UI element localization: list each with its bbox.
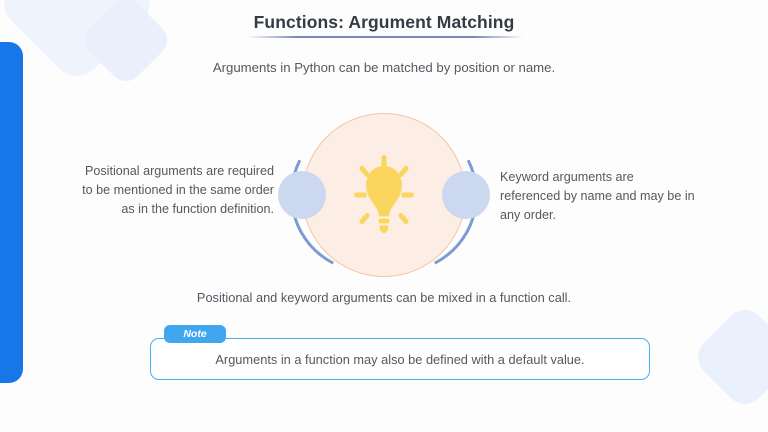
left-accent-bar <box>0 42 23 383</box>
caption-mixed-arguments: Positional and keyword arguments can be … <box>196 290 572 305</box>
caption-positional-arguments: Positional arguments are required to be … <box>82 164 274 216</box>
caption-keyword-arguments: Keyword arguments are referenced by name… <box>500 170 695 222</box>
note-badge: Note <box>164 325 226 343</box>
subtitle-text: Arguments in Python can be matched by po… <box>212 60 556 75</box>
title-underline <box>247 36 524 38</box>
page-title: Functions: Argument Matching <box>253 12 515 32</box>
node-dot-left <box>278 171 326 219</box>
lightbulb-icon <box>354 155 414 233</box>
decorative-diamond-bottom-right <box>689 301 768 413</box>
node-dot-right <box>442 171 490 219</box>
central-diagram <box>269 96 499 294</box>
note-box <box>150 338 650 380</box>
note-text: Arguments in a function may also be defi… <box>215 351 585 367</box>
